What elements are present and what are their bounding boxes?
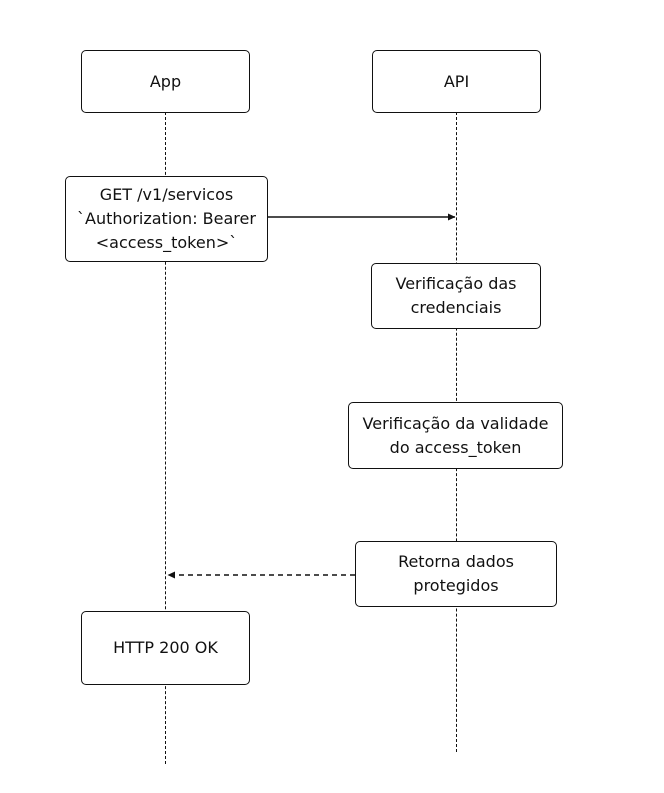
verify-token-line-2: do access_token <box>389 437 522 457</box>
request-box: GET /v1/servicos `Authorization: Bearer … <box>65 176 268 262</box>
response-label: HTTP 200 OK <box>113 638 218 657</box>
app-lifeline <box>165 112 166 764</box>
return-data-line-2: protegidos <box>413 576 499 595</box>
request-line-1: GET /v1/servicos <box>99 185 234 204</box>
verify-credentials-line-2: credenciais <box>410 298 502 317</box>
request-line-2: `Authorization: Bearer <box>77 209 256 228</box>
verify-credentials-box: Verificação das credenciais <box>371 263 541 329</box>
verify-token-line-1: Verificação da validade <box>362 413 549 433</box>
verify-token-box: Verificação da validade do access_token <box>348 402 563 469</box>
return-data-line-1: Retorna dados <box>398 552 514 571</box>
verify-credentials-line-1: Verificação das <box>395 274 517 293</box>
response-box: HTTP 200 OK <box>81 611 250 685</box>
return-data-box: Retorna dados protegidos <box>355 541 557 607</box>
participant-api-label: API <box>443 71 470 91</box>
participant-app-label: App <box>149 71 182 91</box>
participant-app: App <box>81 50 250 113</box>
request-line-3: <access_token>` <box>95 233 238 252</box>
participant-api: API <box>372 50 541 113</box>
